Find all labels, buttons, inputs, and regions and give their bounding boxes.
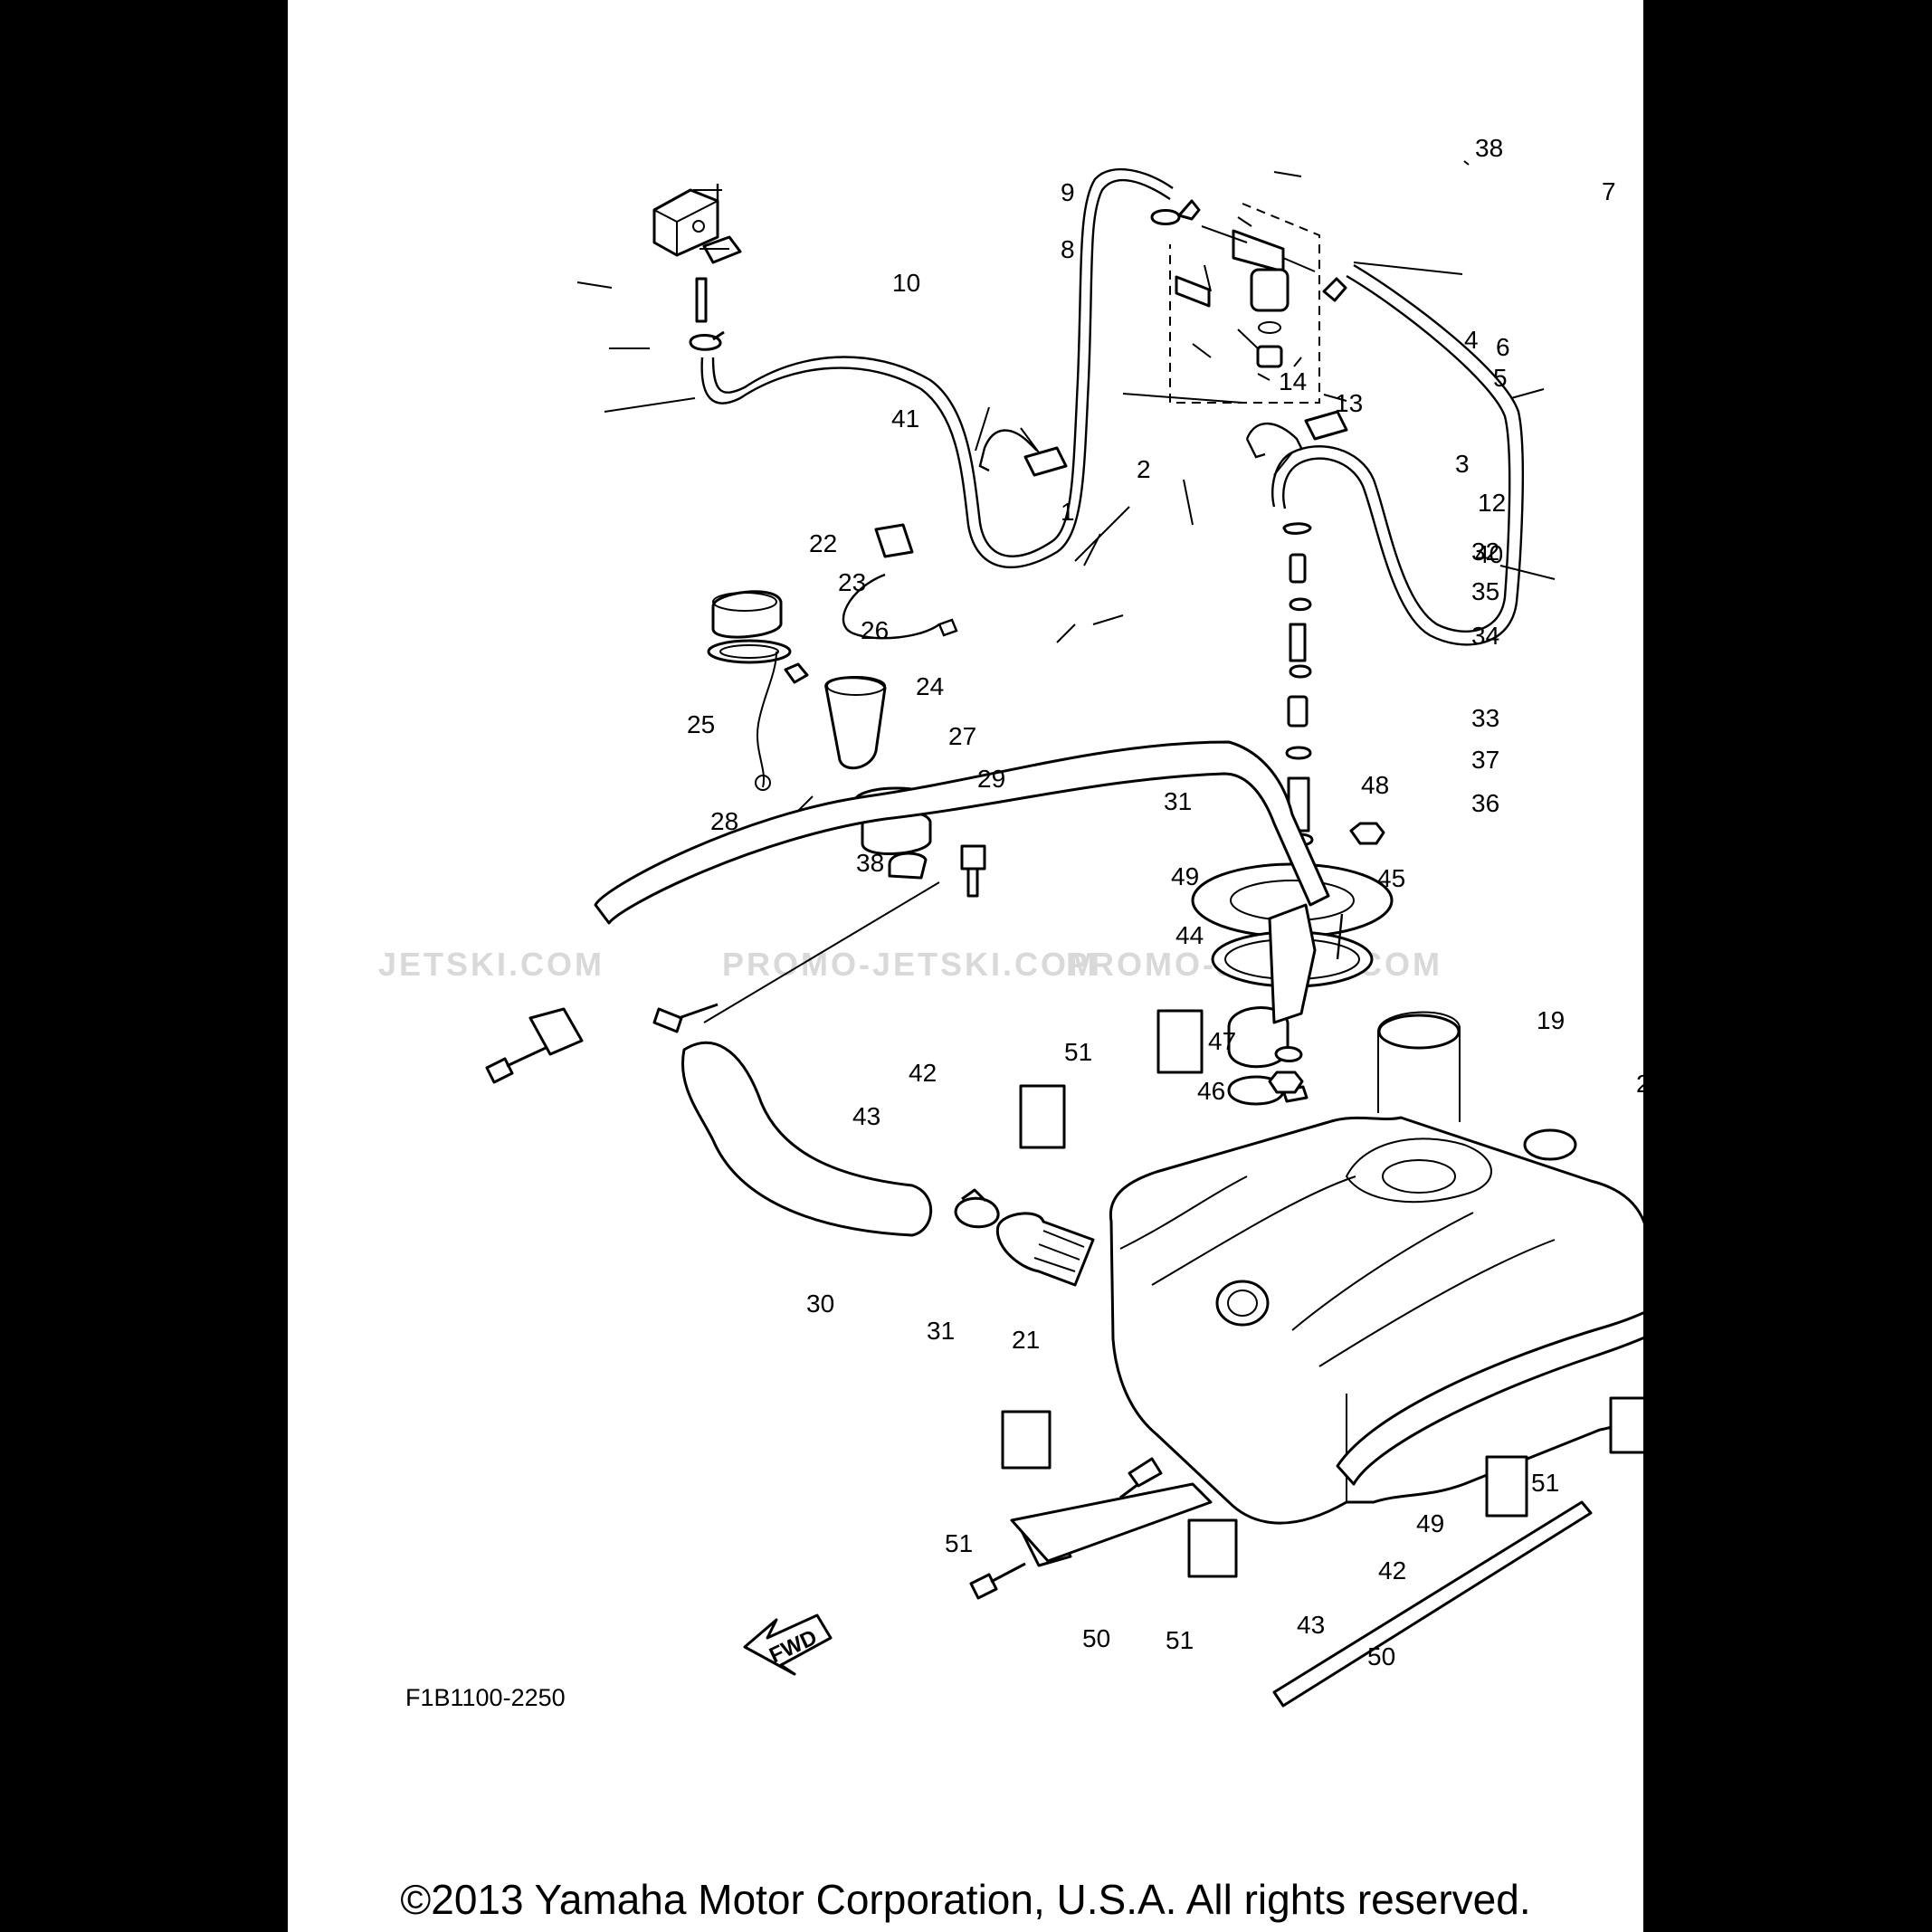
bolt-43-upper: [485, 1046, 547, 1084]
callout-25: 25: [687, 710, 715, 738]
block-42-upper: [528, 1007, 584, 1056]
clamp-38-left: [689, 330, 725, 351]
nut-46-left: [1268, 1071, 1304, 1094]
bolt-49-b: [652, 1003, 719, 1033]
callout-43: 43: [852, 1102, 880, 1130]
band-12: [1245, 422, 1303, 459]
callout-28: 28: [710, 807, 738, 835]
callout-49-lowest: 49: [1416, 1509, 1444, 1537]
callout-38-left: 38: [856, 849, 884, 877]
callout-9: 9: [1061, 178, 1075, 206]
callout-3: 3: [1455, 450, 1470, 478]
bolt-43-lower: [969, 1562, 1026, 1600]
callout-6: 6: [1496, 333, 1510, 361]
bolt-49-d: [1119, 1457, 1163, 1499]
callout-24: 24: [916, 672, 944, 700]
strap-48-lower: [1336, 1311, 1643, 1486]
watermark-left: JETSKI.COM: [378, 946, 604, 983]
pad-51-f: [1485, 1455, 1528, 1518]
band-14: [978, 429, 1038, 472]
callout-51-lower-left: 51: [945, 1529, 973, 1557]
watermark-mid: PROMO-JETSKI.COM: [722, 946, 1099, 983]
washer-47-left: [1274, 1046, 1303, 1062]
callout-26: 26: [861, 616, 889, 644]
callout-42: 42: [909, 1059, 937, 1087]
callout-12: 12: [1478, 489, 1506, 517]
nut-18: [1349, 822, 1385, 845]
clamp-31: [954, 1188, 1000, 1229]
callout-10: 10: [892, 269, 920, 297]
fwd-arrow-icon: FWD: [743, 1613, 833, 1676]
bracket-44-left: [1268, 903, 1317, 1024]
callout-51-bottom: 51: [1166, 1626, 1194, 1654]
callout-5: 5: [1493, 364, 1508, 392]
strip-50-left: [1010, 1482, 1213, 1563]
callout-27: 27: [948, 722, 976, 750]
vent-hoses: [700, 167, 1525, 646]
callout-29: 29: [977, 765, 1005, 793]
callout-7: 7: [1602, 177, 1616, 205]
callout-43-lower: 43: [1297, 1611, 1325, 1639]
callout-21: 21: [1012, 1326, 1040, 1354]
callout-42-lower: 42: [1378, 1556, 1406, 1585]
strainer-21: [995, 1212, 1095, 1287]
clip-2: [874, 523, 914, 558]
hose-30: [681, 1041, 933, 1237]
callout-44: 44: [1175, 921, 1204, 949]
callout-19: 19: [1537, 1006, 1565, 1034]
callout-45: 45: [1377, 864, 1405, 892]
strap-48-upper: [594, 740, 1330, 925]
callout-labels: 1 2 3 4 5 6 7 8 9 10 11 12 13 14 15 16 1…: [687, 134, 1643, 1670]
callout-23: 23: [838, 568, 866, 596]
callout-50: 50: [1082, 1624, 1110, 1652]
pad-51-c: [1001, 1410, 1052, 1470]
diagram-code: F1B1100-2250: [405, 1684, 566, 1711]
pad-51-a: [1156, 1009, 1204, 1074]
callout-13: 13: [1335, 389, 1363, 417]
callout-41: 41: [891, 404, 919, 433]
callout-8: 8: [1061, 235, 1075, 263]
pad-51-e: [1609, 1396, 1643, 1454]
callout-14: 14: [1279, 367, 1307, 395]
band-1: [842, 573, 958, 640]
callout-31-top: 31: [1164, 787, 1192, 815]
callout-1: 1: [1061, 498, 1075, 526]
pad-51-b: [1019, 1084, 1066, 1149]
callout-50-right: 50: [1367, 1642, 1395, 1670]
callout-47: 47: [1208, 1027, 1236, 1055]
callout-37: 37: [1471, 746, 1499, 774]
callout-35: 35: [1471, 577, 1499, 605]
copyright-footer: ©2013 Yamaha Motor Corporation, U.S.A. A…: [400, 1876, 1531, 1923]
fuel-tank-15: [1109, 1011, 1643, 1525]
fuel-line-stack: [1282, 522, 1314, 847]
callout-2: 2: [1137, 455, 1151, 483]
pad-51-d: [1187, 1518, 1238, 1578]
callout-49: 49: [1171, 862, 1199, 890]
callout-4: 4: [1464, 326, 1479, 354]
callout-51: 51: [1064, 1038, 1092, 1066]
callout-33: 33: [1471, 704, 1499, 732]
callout-51-mid: 51: [1531, 1469, 1559, 1497]
callout-20: 20: [1636, 1070, 1643, 1098]
callout-38: 38: [1475, 134, 1503, 162]
callout-30: 30: [806, 1290, 834, 1318]
bracket-part-8: [652, 184, 742, 323]
callout-34: 34: [1471, 622, 1499, 650]
pad-13: [1023, 446, 1068, 477]
pad-11: [1304, 410, 1348, 441]
bolt-49-a: [960, 844, 986, 898]
callout-31: 31: [927, 1317, 955, 1345]
strip-50-right: [1272, 1500, 1593, 1708]
callout-48: 48: [1361, 771, 1389, 799]
callout-32: 32: [1471, 538, 1499, 566]
clamp-38-top: [1150, 209, 1181, 225]
callout-22: 22: [809, 529, 837, 557]
callout-40-lower: 40: [1475, 540, 1503, 568]
callout-46: 46: [1197, 1077, 1225, 1105]
leader-lines: [576, 160, 1556, 643]
filler-cap-group: [707, 590, 938, 880]
callout-36: 36: [1471, 789, 1499, 817]
fuel-filter-assembly: [1169, 199, 1347, 404]
fuel-tank-exploded-diagram: JETSKI.COM PROMO-JETSKI.COM PROMO-JETSKI…: [378, 134, 1643, 1711]
